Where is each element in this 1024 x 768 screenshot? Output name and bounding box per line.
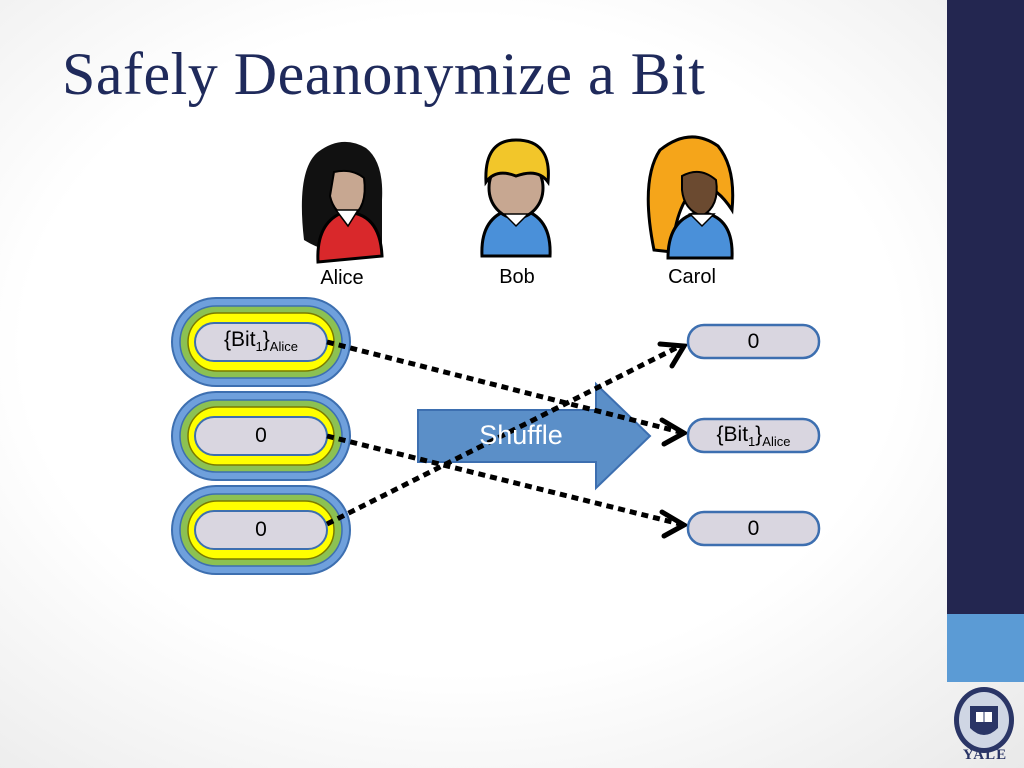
output-1-text: 0 — [747, 330, 760, 353]
output-2-text: {Bit1}Alice — [716, 423, 791, 450]
input-3-text: 0 — [255, 518, 267, 541]
shuffle-line-2-to-3 — [326, 433, 681, 527]
arrowhead-2-icon — [659, 417, 690, 447]
carol-avatar-icon — [646, 135, 735, 260]
label-alice: Alice — [320, 267, 364, 289]
output-pill-1 — [686, 323, 821, 360]
alice-avatar-icon — [301, 141, 384, 264]
sidebar-accent-band — [947, 614, 1024, 682]
label-carol: Carol — [668, 266, 716, 288]
arrowhead-1-icon — [657, 341, 689, 369]
bob-avatar-icon — [480, 138, 552, 258]
input-1-text: {Bit1}Alice — [224, 328, 298, 355]
sidebar-band — [947, 0, 1024, 614]
logo-wordmark: YALE — [962, 747, 1008, 763]
input-2-text: 0 — [255, 424, 267, 447]
onion-input-3 — [171, 485, 351, 575]
shuffle-line-3-to-1 — [325, 343, 682, 527]
shuffle-line-1-to-2 — [326, 339, 681, 435]
output-pill-2 — [686, 417, 821, 454]
shuffle-label: Shuffle — [479, 420, 563, 450]
slide-title: Safely Deanonymize a Bit — [62, 41, 706, 107]
output-pill-3 — [686, 510, 821, 547]
onion-input-2 — [171, 391, 351, 481]
arrowhead-3-icon — [659, 509, 690, 539]
label-bob: Bob — [499, 266, 535, 288]
onion-input-1 — [171, 297, 351, 387]
yale-shield-logo — [954, 687, 1014, 753]
output-3-text: 0 — [747, 517, 760, 540]
